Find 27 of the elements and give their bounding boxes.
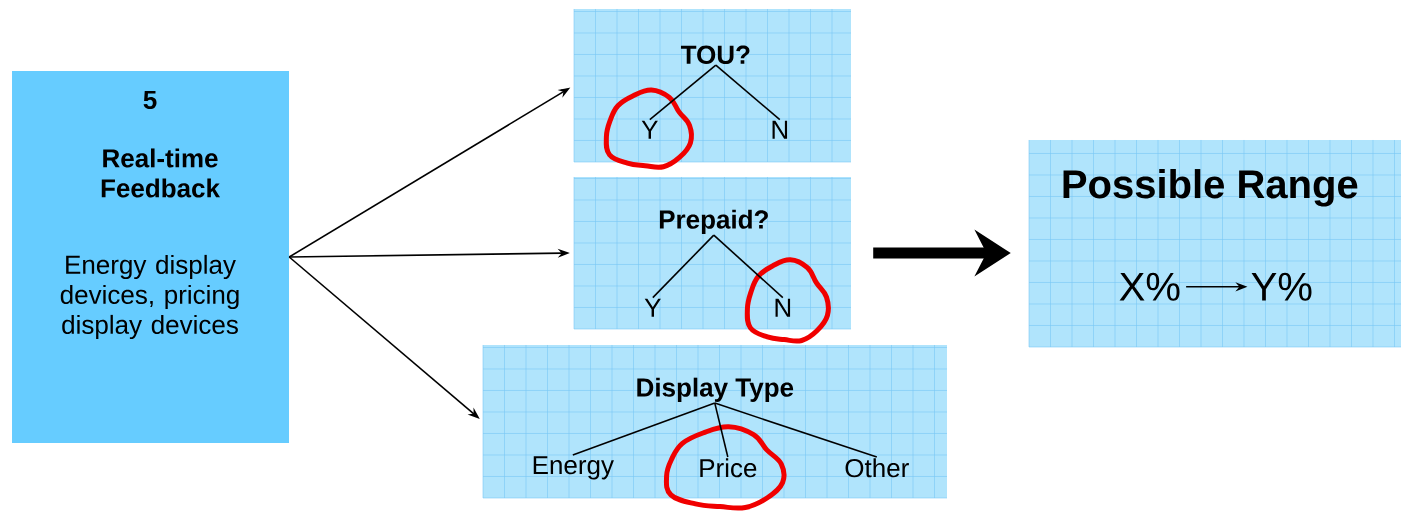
grid-panel xyxy=(1028,139,1401,348)
branch-label: Price xyxy=(700,458,757,478)
grid-panel xyxy=(573,176,852,330)
branch-label: Y% xyxy=(1251,272,1312,301)
tree-branch-line xyxy=(649,64,717,121)
branch-label: X% xyxy=(1119,272,1180,301)
branch-label: N xyxy=(775,298,791,317)
branch-label: Y xyxy=(641,120,658,139)
tree-branch-line xyxy=(714,402,729,458)
tree-branch-line xyxy=(652,234,715,299)
panel-heading: Prepaid? xyxy=(659,209,768,234)
branch-label: Other xyxy=(845,458,909,478)
tree-branch-line xyxy=(713,234,784,299)
grid-panel xyxy=(573,8,852,163)
category-number: 5 xyxy=(143,90,157,110)
tree-branch-line xyxy=(572,402,716,456)
branch-label: Y xyxy=(644,298,661,317)
tree-branch-line xyxy=(715,64,781,121)
branch-label: Energy xyxy=(533,456,614,480)
panel-heading: Possible Range xyxy=(1063,169,1358,207)
grid-panel xyxy=(482,344,948,499)
panel-heading: Display Type xyxy=(637,377,794,402)
category-description: Energy display devices, pricing display devices xyxy=(60,254,239,340)
category-title: Real-time Feedback xyxy=(101,148,220,198)
panel-heading: TOU? xyxy=(680,45,750,64)
branch-label: N xyxy=(772,120,788,139)
tree-branch-line xyxy=(714,402,878,458)
